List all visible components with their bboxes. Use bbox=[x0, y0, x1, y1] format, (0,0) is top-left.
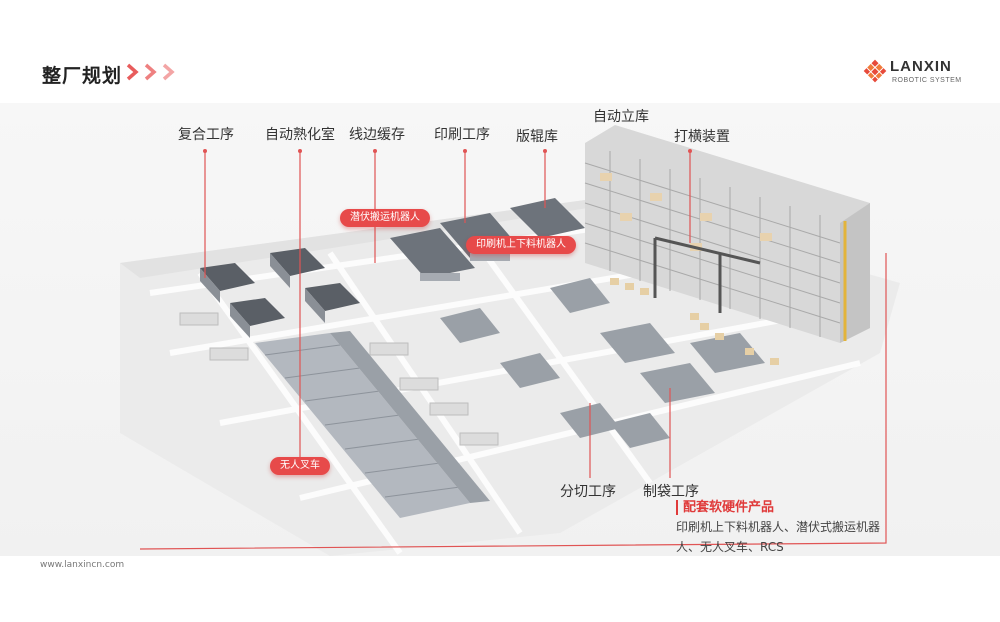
label-auto-warehouse: 自动立库 bbox=[593, 109, 649, 125]
logo-name: LANXIN bbox=[890, 58, 952, 75]
label-curing-room: 自动熟化室 bbox=[265, 127, 335, 143]
label-cross-device: 打横装置 bbox=[674, 129, 730, 145]
products-title: 配套软硬件产品 bbox=[676, 500, 906, 515]
products-line-2: 人、无人叉车、RCS bbox=[676, 540, 784, 554]
pill-printer-loading-robot: 印刷机上下料机器人 bbox=[466, 236, 576, 254]
lanxin-logo-icon bbox=[863, 59, 887, 83]
page-title: 整厂规划 bbox=[42, 65, 123, 87]
chevron-right-icon bbox=[126, 63, 175, 81]
logo-subtitle: ROBOTIC SYSTEM bbox=[892, 77, 962, 84]
label-composite-process: 复合工序 bbox=[178, 127, 234, 143]
factory-illustration bbox=[0, 103, 1000, 556]
pill-unmanned-forklift: 无人叉车 bbox=[270, 457, 330, 475]
products-panel: 配套软硬件产品 印刷机上下料机器人、潜伏式搬运机器 人、无人叉车、RCS bbox=[676, 500, 906, 557]
label-bag-making-process: 制袋工序 bbox=[643, 484, 699, 500]
label-slitting-process: 分切工序 bbox=[560, 484, 616, 500]
label-plate-roller-store: 版辊库 bbox=[516, 129, 558, 145]
label-line-buffer: 线边缓存 bbox=[349, 127, 405, 143]
footer-url: www.lanxincn.com bbox=[40, 560, 125, 570]
label-printing-process: 印刷工序 bbox=[434, 127, 490, 143]
pill-latent-robot: 潜伏搬运机器人 bbox=[340, 209, 430, 227]
products-line-1: 印刷机上下料机器人、潜伏式搬运机器 bbox=[676, 520, 881, 534]
